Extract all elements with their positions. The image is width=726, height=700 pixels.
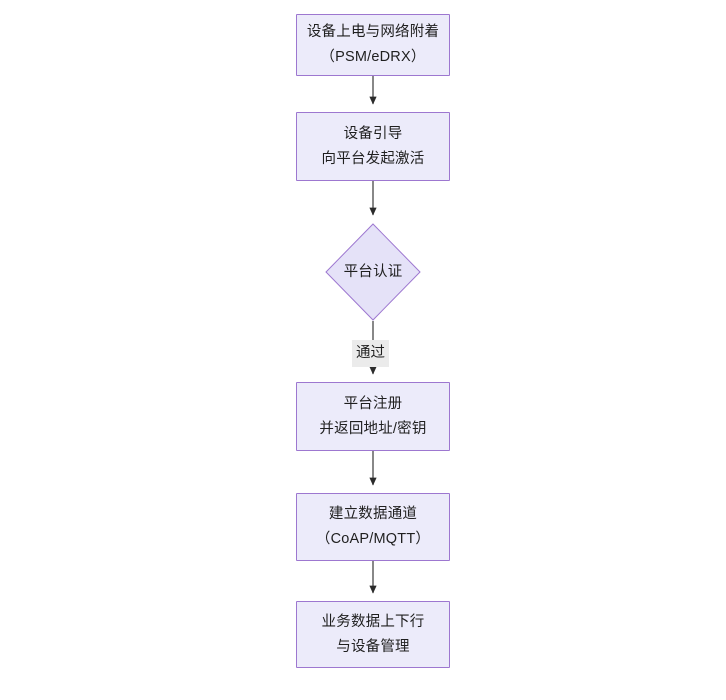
node-label-device-bootstrap: 设备引导 向平台发起激活: [321, 125, 425, 167]
node-label-business-data: 业务数据上下行 与设备管理: [321, 613, 425, 655]
node-label-platform-auth: 平台认证: [343, 263, 403, 280]
node-business-data-uplink-downlink[interactable]: 业务数据上下行 与设备管理: [296, 601, 450, 668]
node-label-platform-register: 平台注册 并返回地址/密钥: [319, 395, 427, 437]
node-device-power-on[interactable]: 设备上电与网络附着 （PSM/eDRX）: [296, 14, 450, 76]
node-device-bootstrap[interactable]: 设备引导 向平台发起激活: [296, 112, 450, 181]
diamond-shape-icon: [325, 223, 421, 321]
node-label-device-power-on: 设备上电与网络附着 （PSM/eDRX）: [306, 24, 440, 65]
node-label-establish-data-channel: 建立数据通道 （CoAP/MQTT）: [315, 506, 431, 547]
edge-label-pass: 通过: [352, 340, 389, 367]
node-establish-data-channel[interactable]: 建立数据通道 （CoAP/MQTT）: [296, 493, 450, 561]
node-platform-register[interactable]: 平台注册 并返回地址/密钥: [296, 382, 450, 451]
node-platform-auth-decision[interactable]: 平台认证: [325, 223, 421, 321]
